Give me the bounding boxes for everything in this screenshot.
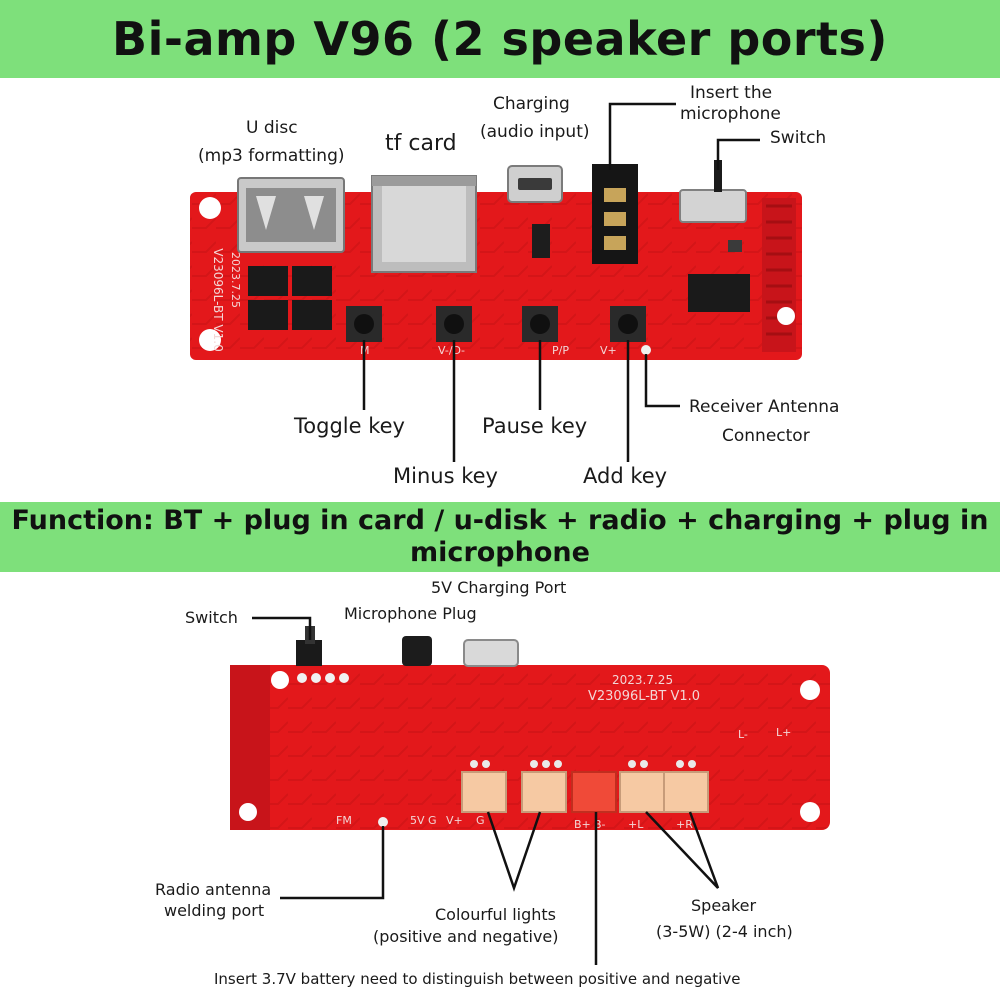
mount-hole	[199, 197, 221, 219]
label-switch-bottom: Switch	[185, 608, 238, 627]
antenna-pad	[641, 345, 651, 355]
battery-connector	[571, 771, 617, 813]
light-connector	[461, 771, 507, 813]
function-line-2: microphone	[410, 537, 590, 568]
page-title: Bi-amp V96 (2 speaker ports)	[112, 12, 888, 66]
mount-hole	[777, 307, 795, 325]
label-switch-top: Switch	[770, 128, 827, 148]
pad-mark: L-	[738, 728, 748, 741]
label-welding-port: welding port	[164, 901, 265, 920]
function-line-1: Function: BT + plug in card / u-disk + r…	[11, 505, 989, 536]
pad-mark: G	[476, 814, 485, 827]
label-pause-key: Pause key	[482, 414, 588, 438]
mount-hole	[239, 803, 257, 821]
mount-hole	[199, 329, 221, 351]
label-charging-port: 5V Charging Port	[431, 578, 567, 597]
label-toggle-key: Toggle key	[294, 414, 405, 438]
label-insert-the: Insert the	[690, 83, 773, 103]
mount-hole	[800, 802, 820, 822]
mount-hole	[800, 680, 820, 700]
charging-port-body	[463, 639, 519, 667]
pad-mark: B+	[574, 818, 591, 831]
pad-mark: +L	[628, 818, 644, 831]
pad-mark: +R	[676, 818, 693, 831]
label-add-key: Add key	[583, 464, 668, 488]
label-speaker: Speaker	[691, 896, 757, 915]
top-pcb: V23096L-BT V1.0 2023.7.25 M V-/D- P/P V+	[190, 160, 802, 360]
top-model-silkscreen: V23096L-BT V1.0	[211, 248, 225, 351]
key-mark: V+	[600, 344, 617, 357]
label-connector: Connector	[722, 426, 810, 446]
pad-mark: G	[428, 814, 437, 827]
amp-chip	[292, 266, 332, 296]
label-u-disc: U disc	[246, 118, 298, 138]
top-date-silkscreen: 2023.7.25	[229, 252, 242, 308]
tactile-keys	[346, 306, 646, 342]
bt-antenna-area	[230, 665, 270, 830]
label-lights-polarity: (positive and negative)	[373, 927, 559, 946]
key-mark: V-/D-	[438, 344, 465, 357]
leader-lines	[252, 102, 760, 965]
label-tf-card: tf card	[385, 131, 457, 156]
pad-mark: L+	[776, 726, 791, 739]
label-audio-input: (audio input)	[480, 122, 590, 142]
pad-mark: 5V	[410, 814, 425, 827]
speaker-connector-right	[663, 771, 709, 813]
mount-hole	[271, 671, 289, 689]
pad-mark: V+	[446, 814, 463, 827]
bottom-date-silkscreen: 2023.7.25	[612, 673, 673, 687]
label-microphone: microphone	[680, 104, 781, 124]
label-speaker-spec: (3-5W) (2-4 inch)	[656, 922, 793, 941]
slide-switch	[679, 189, 747, 223]
bottom-model-silkscreen: V23096L-BT V1.0	[588, 689, 700, 704]
pad-mark: FM	[336, 814, 352, 827]
switch-body	[296, 640, 322, 666]
bottom-pcb: 2023.7.25 V23096L-BT V1.0 FM 5V G V+ G B…	[230, 626, 830, 831]
pad-mark: B-	[594, 818, 606, 831]
amp-chip	[292, 300, 332, 330]
fm-pad	[378, 817, 388, 827]
bt-chip	[688, 274, 750, 312]
label-charging: Charging	[493, 94, 570, 114]
key-mark: P/P	[552, 344, 569, 357]
amp-chip	[248, 300, 288, 330]
label-microphone-plug: Microphone Plug	[344, 604, 477, 623]
mount-hole	[346, 174, 364, 192]
label-minus-key: Minus key	[393, 464, 498, 488]
label-u-disc-format: (mp3 formatting)	[198, 146, 345, 166]
label-battery: Insert 3.7V battery need to distinguish …	[214, 970, 741, 988]
label-radio-antenna: Radio antenna	[155, 880, 272, 899]
amp-chip	[248, 266, 288, 296]
microphone-plug-body	[402, 636, 432, 666]
light-connector	[521, 771, 567, 813]
title-banner: Bi-amp V96 (2 speaker ports)	[0, 0, 1000, 78]
speaker-connector-left	[619, 771, 665, 813]
label-receiver-antenna: Receiver Antenna	[689, 397, 840, 417]
label-colourful-lights: Colourful lights	[435, 905, 557, 924]
function-banner: Function: BT + plug in card / u-disk + r…	[0, 502, 1000, 572]
